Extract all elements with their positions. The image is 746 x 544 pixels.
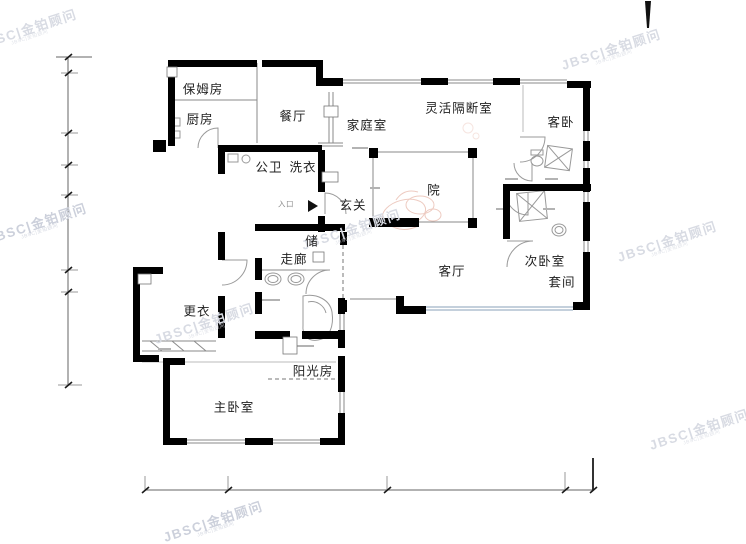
room-label-storage: 储 <box>305 234 319 249</box>
room-label-corridor: 走廊 <box>280 252 308 267</box>
room-label-dressing-room: 更衣 <box>183 304 211 319</box>
room-label-guest-bedroom: 客卧 <box>547 115 575 130</box>
courtyard-plant-sketch <box>381 122 480 230</box>
room-label-family-room: 家庭室 <box>346 118 388 133</box>
room-label-nanny-room: 保姆房 <box>182 82 224 97</box>
room-label-living-room: 客厅 <box>438 264 466 279</box>
entrance-label: 入口 <box>278 199 294 209</box>
tiny-annotation-smudges <box>158 147 558 350</box>
room-label-second-bedroom: 次卧室 <box>524 254 566 269</box>
interior-lines <box>142 63 589 444</box>
room-label-kitchen: 厨房 <box>186 112 214 127</box>
dimension-line-bottom <box>141 458 598 494</box>
room-label-dining-room: 餐厅 <box>279 109 307 124</box>
north-needle-icon <box>645 1 651 28</box>
dimension-line-left <box>56 53 92 389</box>
room-label-public-bathroom: 公卫 <box>255 160 283 175</box>
door-arcs <box>197 127 546 295</box>
entrance-arrow-icon <box>308 200 318 212</box>
window-lines-blue <box>425 306 573 311</box>
wall-inset-boxes <box>137 66 339 355</box>
room-label-flexible-partition-room: 灵活隔断室 <box>425 101 493 116</box>
room-label-suite: 套间 <box>548 275 576 290</box>
room-label-courtyard: 院 <box>427 183 441 198</box>
room-label-foyer: 玄关 <box>339 198 367 213</box>
walls <box>133 60 591 445</box>
room-label-master-bedroom: 主卧室 <box>213 400 255 415</box>
room-label-sunroom: 阳光房 <box>292 364 334 379</box>
room-label-laundry: 洗衣 <box>289 160 317 175</box>
dashed-lines <box>268 245 344 380</box>
